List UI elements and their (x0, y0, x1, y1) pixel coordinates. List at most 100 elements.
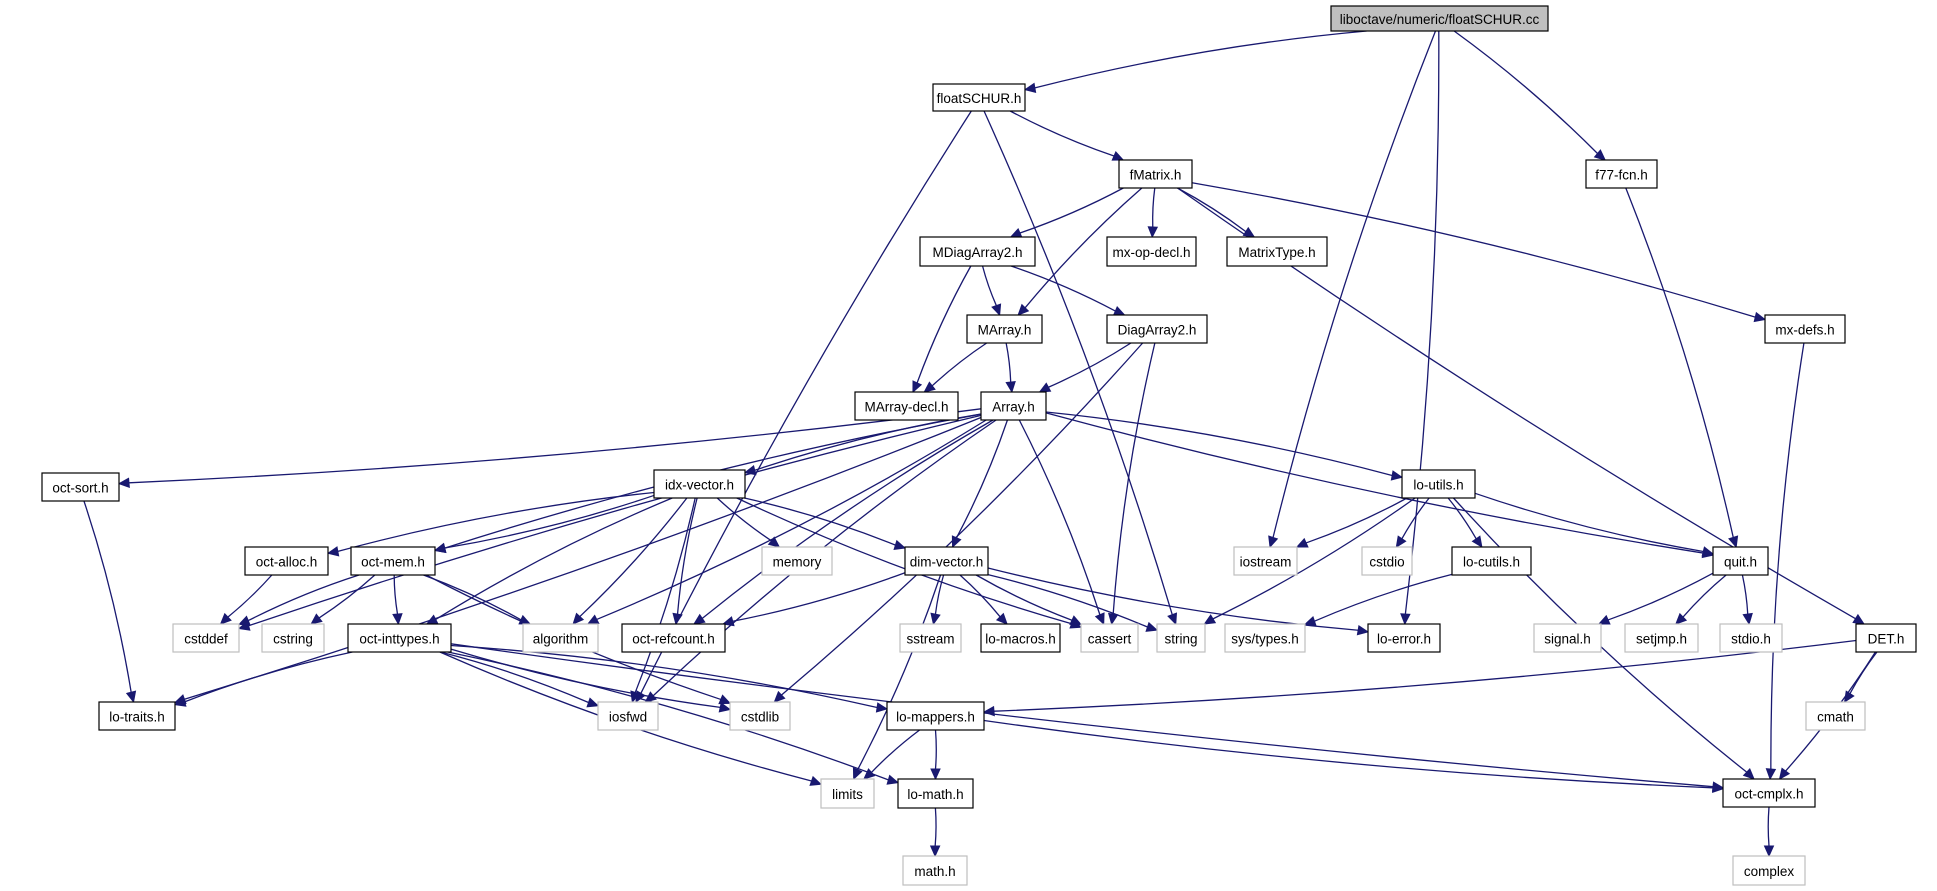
arrowhead-icon (1356, 624, 1370, 636)
node-idxvector-h[interactable]: idx-vector.h (653, 469, 746, 499)
arrowhead-icon (1147, 226, 1159, 239)
node-octrefcount-h[interactable]: oct-refcount.h (621, 623, 726, 653)
arrowhead-icon (1742, 612, 1753, 626)
node-cstdlib: cstdlib (729, 701, 791, 731)
node-iosfwd: iosfwd (597, 701, 659, 731)
edge-line (1625, 187, 1734, 538)
node-label: algorithm (533, 632, 589, 647)
node-label: oct-inttypes.h (359, 632, 439, 647)
node-label: iosfwd (609, 710, 647, 725)
edge-octinttypes_h-to-lotraits_h (173, 651, 353, 707)
node-box (1855, 623, 1917, 653)
node-loutils-h[interactable]: lo-utils.h (1401, 469, 1476, 499)
node-setjmp-h: setjmp.h (1624, 623, 1699, 653)
node-lomappers-h[interactable]: lo-mappers.h (886, 701, 985, 731)
node-label: oct-alloc.h (256, 555, 318, 570)
node-box (1719, 623, 1783, 653)
node-box (761, 546, 833, 576)
node-label: lo-mappers.h (896, 710, 975, 725)
node-array-h[interactable]: Array.h (980, 391, 1047, 421)
node-box (1764, 314, 1846, 344)
node-mxdefs-h[interactable]: mx-defs.h (1764, 314, 1846, 344)
node-floatschur-h[interactable]: floatSCHUR.h (932, 83, 1026, 112)
node-quit-h[interactable]: quit.h (1712, 546, 1769, 576)
edge-line (596, 419, 987, 621)
node-marray-h[interactable]: MArray.h (966, 314, 1043, 344)
node-mxopdecl-h[interactable]: mx-op-decl.h (1106, 236, 1197, 267)
node-lomath-h[interactable]: lo-math.h (897, 778, 974, 809)
arrowhead-icon (672, 612, 683, 626)
edge-line (983, 719, 1714, 789)
arrowhead-icon (1712, 782, 1725, 794)
node-label: dim-vector.h (910, 555, 984, 570)
node-box (1224, 623, 1306, 653)
edge-root-to-floatSCHUR_h (1023, 30, 1367, 94)
node-label: math.h (914, 864, 955, 879)
node-label: cstddef (184, 632, 228, 647)
arrowhead-icon (852, 767, 863, 781)
edge-mxdefs_h-to-octcmplx_h (1765, 342, 1805, 781)
node-lomacros-h[interactable]: lo-macros.h (980, 623, 1061, 653)
arrowhead-icon (1763, 845, 1775, 858)
edge-MDiagArray2_h-to-MArray_h (981, 265, 1002, 317)
arrowhead-icon (572, 612, 585, 625)
arrowhead-icon (995, 612, 1008, 625)
arrowhead-icon (1111, 150, 1125, 161)
node-det-h[interactable]: DET.h (1855, 623, 1917, 653)
node-octsort-h[interactable]: oct-sort.h (41, 472, 120, 502)
node-diagarray2-h[interactable]: DiagArray2.h (1106, 314, 1208, 344)
edge-DiagArray2_h-to-cstdlib (773, 342, 1144, 703)
node-mdiagarray2-h[interactable]: MDiagArray2.h (919, 236, 1036, 267)
edge-line (1048, 342, 1132, 388)
arrowhead-icon (1295, 537, 1309, 548)
node-signal-h: signal.h (1533, 623, 1602, 653)
edge-Array_h-to-loutils_h (1045, 411, 1404, 481)
arrowhead-icon (721, 616, 735, 627)
edge-root-to-f77fcn_h (1453, 30, 1607, 161)
node-octinttypes-h[interactable]: oct-inttypes.h (347, 623, 452, 653)
edge-octinttypes_h-to-lomath_h (447, 651, 900, 785)
arrowhead-icon (1728, 535, 1739, 549)
node-locutils-h[interactable]: lo-cutils.h (1451, 546, 1532, 576)
edge-Array_h-to-algorithm (586, 419, 987, 625)
edge-octmem_h-to-octinttypes_h (392, 574, 403, 626)
edge-line (227, 574, 273, 618)
node-octmem-h[interactable]: oct-mem.h (350, 546, 436, 576)
edge-dimvector_h-to-lomacros_h (959, 574, 1008, 625)
node-label: fMatrix.h (1130, 168, 1182, 183)
edge-line (857, 574, 942, 771)
edge-line (1212, 497, 1416, 620)
arrowhead-icon (425, 614, 439, 625)
node-octalloc-h[interactable]: oct-alloc.h (244, 546, 329, 576)
node-label: lo-error.h (1377, 632, 1431, 647)
arrowhead-icon (1765, 768, 1777, 781)
edge-line (1045, 412, 1704, 554)
edge-line (634, 497, 696, 693)
node-lotraits-h[interactable]: lo-traits.h (98, 701, 176, 731)
arrowhead-icon (1005, 380, 1016, 394)
node-box (597, 701, 659, 731)
node-matrixtype-h[interactable]: MatrixType.h (1226, 236, 1328, 267)
edge-line (871, 729, 920, 773)
edge-line (1019, 187, 1124, 234)
node-octcmplx-h[interactable]: oct-cmplx.h (1722, 778, 1816, 808)
arrowhead-icon (773, 690, 786, 703)
arrowhead-icon (1038, 382, 1052, 393)
node-root[interactable]: liboctave/numeric/floatSCHUR.cc (1330, 5, 1549, 32)
node-label: sstream (906, 632, 954, 647)
node-marraydecl-h[interactable]: MArray-decl.h (854, 391, 959, 421)
node-f77fcn-h[interactable]: f77-fcn.h (1585, 159, 1658, 189)
node-systypes-h: sys/types.h (1224, 623, 1306, 653)
edge-line (1177, 187, 1247, 233)
node-loerror-h[interactable]: lo-error.h (1367, 623, 1441, 653)
node-dimvector-h[interactable]: dim-vector.h (904, 546, 989, 576)
arrowhead-icon (326, 546, 340, 557)
node-string: string (1156, 623, 1206, 653)
edge-line (701, 419, 994, 619)
node-math-h: math.h (902, 855, 968, 886)
node-fmatrix-h[interactable]: fMatrix.h (1118, 159, 1193, 189)
edge-line (184, 651, 353, 703)
node-box (980, 391, 1047, 421)
arrowhead-icon (173, 696, 187, 707)
